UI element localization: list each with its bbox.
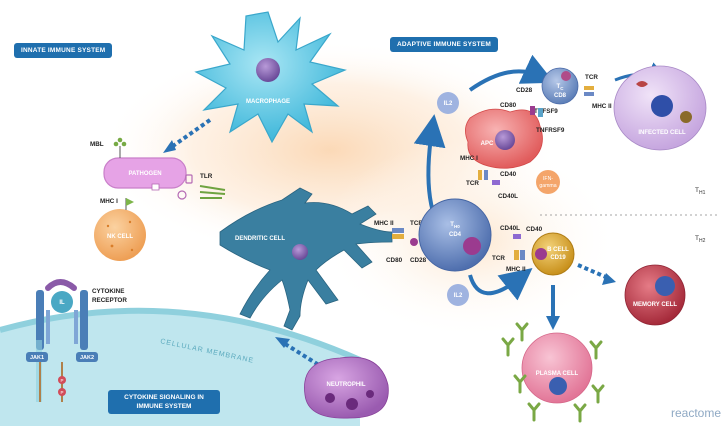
arrowhead-2 (275, 337, 290, 348)
svg-text:P: P (60, 390, 63, 395)
il2-to-tc-arrow (468, 54, 555, 92)
cytokine-signaling-tag: CYTOKINE SIGNALING IN IMMUNE SYSTEM (108, 390, 220, 414)
cd40l-b-label: CD40L (500, 225, 520, 232)
th0-label-2: CD4 (449, 232, 462, 238)
macrophage-to-pathogen-arrow (168, 118, 212, 150)
infected-cell-label: INFECTED CELL (638, 130, 686, 136)
jak1-label: JAK1 (30, 355, 44, 361)
th0-cell: TH0 CD4 (418, 198, 492, 272)
macrophage-label: MACROPHAGE (246, 99, 290, 105)
neutrophil-cell: NEUTROPHIL (304, 356, 389, 419)
neutrophil-label: NEUTROPHIL (327, 382, 366, 388)
cd80-top-label: CD80 (500, 102, 517, 109)
mhc-i-nk-label: MHC I (100, 198, 118, 205)
cellular-membrane (0, 310, 360, 426)
arrowhead-4 (546, 316, 560, 330)
svg-text:IL2: IL2 (444, 101, 453, 107)
adaptive-immune-tag: ADAPTIVE IMMUNE SYSTEM (390, 37, 498, 52)
tlr-label: TLR (200, 173, 213, 180)
svg-text:gamma: gamma (539, 183, 556, 189)
cd40l-apc-label: CD40L (498, 193, 518, 200)
mhc-i-apc-label: MHC I (460, 155, 478, 162)
cd40-apc-label: CD40 (500, 171, 517, 178)
mhc-ii-top-label: MHC II (592, 103, 612, 110)
tnfrsf9-label: TNFRSF9 (536, 127, 565, 134)
nk-cell-label: NK CELL (107, 234, 133, 240)
svg-text:P: P (60, 378, 63, 383)
ifn-gamma: IFN- gamma (536, 170, 560, 194)
antibodies (501, 322, 605, 423)
th1-label: TH1 (695, 187, 706, 196)
b-cell-label-1: B CELL (547, 247, 569, 253)
infected-cell: INFECTED CELL (613, 65, 707, 151)
il2-bottom: IL2 (447, 284, 469, 306)
macrophage-cell: MACROPHAGE (194, 11, 347, 144)
innate-immune-tag: INNATE IMMUNE SYSTEM (14, 43, 113, 58)
pathogen-cell: PATHOGEN (103, 157, 193, 200)
tcr-apc-label: TCR (466, 180, 479, 187)
apc-label: APC (481, 141, 494, 147)
tc-label-1: TC (557, 84, 565, 91)
tc-label-2: CD8 (554, 93, 567, 99)
tc-cd8-cell: TC CD8 CD28 CD80 TNFSF9 TNFRSF9 TCR MHC … (500, 67, 612, 134)
th0-label-1: TH0 (450, 222, 460, 229)
apc-cell: APC MHC I TCR CD40 CD40L (460, 108, 543, 200)
il2-top: IL2 (437, 92, 459, 114)
cd80-dc-label: CD80 (386, 257, 403, 264)
mbl-label: MBL (90, 141, 104, 148)
svg-text:IFN-: IFN- (543, 176, 553, 182)
cd28-dc-label: CD28 (410, 257, 427, 264)
svg-text:IL2: IL2 (454, 293, 463, 299)
dendritic-cell-label: DENDRITIC CELL (235, 236, 285, 242)
tcr-b-label: TCR (492, 255, 505, 262)
nk-cell: NK CELL MHC I (94, 198, 146, 261)
reactome-logo: reactome (670, 406, 721, 420)
arrowhead-3 (602, 273, 616, 285)
plasma-cell-label: PLASMA CELL (536, 371, 579, 377)
mbl-receptor: MBL (90, 137, 127, 158)
tcr-dc-label: TCR (410, 220, 423, 227)
arrowhead-1 (163, 140, 176, 153)
plasma-cell: PLASMA CELL (521, 332, 593, 404)
dendritic-cell: DENDRITIC CELL TLR MHC II TCR CD80 CD28 (199, 173, 427, 331)
cd40-b-label: CD40 (526, 226, 543, 233)
il2-to-bcell-arrow (468, 268, 533, 301)
tnfsf9-label: TNFSF9 (534, 108, 558, 115)
pathogen-label: PATHOGEN (128, 171, 161, 177)
mhc-ii-dc-label: MHC II (374, 220, 394, 227)
cytokine-title-1: CYTOKINE (92, 288, 124, 295)
cytokine-title-2: RECEPTOR (92, 297, 127, 304)
cytokine-receptor: IL JAK1 JAK2 P P CYTOKINE RECEPTOR (26, 279, 127, 402)
tcr-top-label: TCR (585, 74, 598, 81)
cd28-top-label: CD28 (516, 87, 533, 94)
th2-label: TH2 (695, 235, 706, 244)
bcell-to-memory-arrow (577, 263, 609, 280)
b-cell-label-2: CD19 (550, 255, 566, 261)
memory-cell: MEMORY CELL (624, 264, 686, 326)
mhc-ii-b-label: MHC II (506, 266, 526, 273)
memory-cell-label: MEMORY CELL (633, 302, 677, 308)
jak2-label: JAK2 (80, 355, 94, 361)
b-cell: B CELL CD19 CD40 CD40L TCR MHC II (492, 225, 575, 276)
il-label: IL (59, 300, 65, 306)
